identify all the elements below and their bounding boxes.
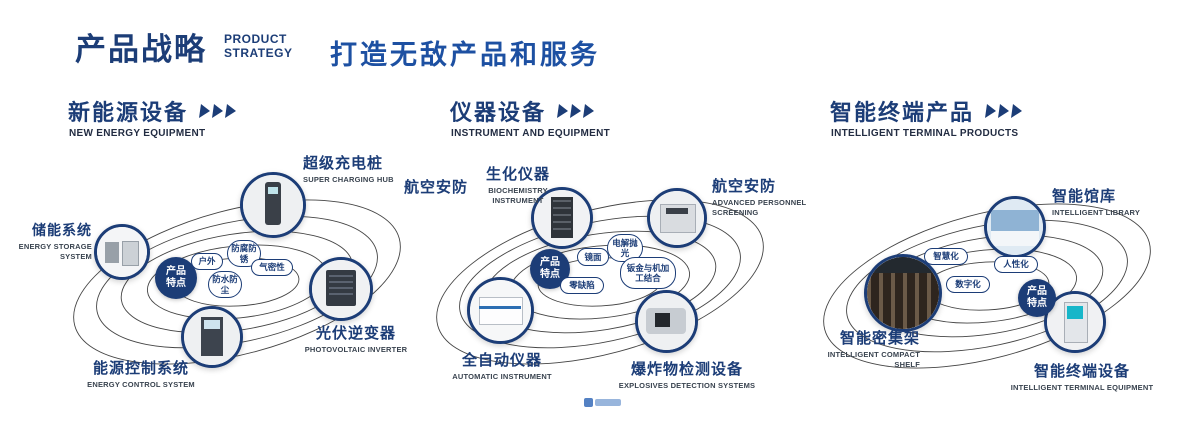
feature-badge: 产品特点 — [530, 249, 570, 289]
feature-tag: 防腐防锈 — [227, 240, 261, 267]
label-terminal-equipment: 智能终端设备 INTELLIGENT TERMINAL EQUIPMENT — [1010, 363, 1154, 392]
feature-tag: 零缺陷 — [560, 277, 604, 294]
page-title: 产品战略 — [75, 32, 207, 67]
feature-tag: 智慧化 — [924, 248, 968, 265]
product-image-energy-control — [181, 306, 243, 368]
label-explosives-detection: 爆炸物检测设备 EXPLOSIVES DETECTION SYSTEMS — [618, 361, 756, 390]
label-automatic-instrument: 全自动仪器 AUTOMATIC INSTRUMENT — [452, 352, 552, 381]
feature-tag: 数字化 — [946, 276, 990, 293]
feature-tag: 气密性 — [251, 259, 293, 276]
feature-tag: 户外 — [191, 253, 223, 270]
section-title-instruments: 仪器设备 — [450, 95, 595, 127]
subtitle-line1: PRODUCT — [224, 32, 287, 46]
label-personnel-screening: 航空安防 ADVANCED PERSONNEL SCREENING — [712, 178, 807, 217]
screening-machine-icon — [650, 191, 704, 245]
label-intelligent-library: 智能馆库 INTELLIGENT LIBRARY — [1052, 188, 1141, 217]
tagline: 打造无敌产品和服务 — [330, 40, 600, 70]
product-image-compact-shelf — [864, 254, 942, 332]
label-photovoltaic-inverter: 光伏逆变器 PHOTOVOLTAIC INVERTER — [304, 325, 408, 354]
label-super-charging-hub: 超级充电桩 SUPER CHARGING HUB — [303, 155, 394, 184]
charging-pile-icon — [243, 175, 303, 235]
label-biochemistry-instrument: 生化仪器 BIOCHEMISTRY INSTRUMENT — [485, 166, 550, 205]
product-image-automatic-instrument — [467, 277, 534, 344]
section-subtitle-intelligent-terminal: INTELLIGENT TERMINAL PRODUCTS — [831, 128, 1019, 139]
feature-badge: 产品特点 — [155, 257, 197, 299]
watermark-logo — [584, 398, 628, 410]
compact-shelf-icon — [867, 257, 939, 329]
label-aviation-security-left: 航空安防 — [404, 179, 469, 196]
section-title-text: 仪器设备 — [450, 100, 547, 125]
product-image-intelligent-library — [984, 196, 1046, 258]
triple-arrow-icon — [199, 104, 237, 118]
feature-badge: 产品特点 — [1018, 279, 1056, 317]
feature-tag: 钣金与机加工结合 — [620, 257, 676, 289]
product-image-photovoltaic-inverter — [309, 257, 373, 321]
xray-scanner-icon — [638, 293, 695, 350]
product-image-energy-storage — [94, 224, 150, 280]
feature-tag: 防水防尘 — [208, 271, 242, 298]
label-energy-control: 能源控制系统 ENERGY CONTROL SYSTEM — [87, 360, 195, 389]
label-energy-storage: 储能系统 ENERGY STORAGE SYSTEM — [18, 222, 92, 261]
page-subtitle: PRODUCT STRATEGY — [224, 32, 292, 61]
energy-storage-icon — [97, 227, 147, 277]
section-title-new-energy: 新能源设备 — [68, 95, 237, 127]
product-image-personnel-screening — [647, 188, 707, 248]
section-subtitle-instruments: INSTRUMENT AND EQUIPMENT — [451, 128, 611, 139]
orbit-ellipses — [823, 203, 1151, 369]
subtitle-line2: STRATEGY — [224, 46, 293, 61]
section-subtitle-new-energy: NEW ENERGY EQUIPMENT — [69, 128, 206, 139]
control-cabinet-icon — [184, 309, 240, 365]
feature-tag: 镜面 — [577, 248, 609, 266]
triple-arrow-icon — [557, 104, 595, 118]
analyzer-icon — [470, 280, 531, 341]
section-title-text: 智能终端产品 — [830, 100, 975, 125]
product-image-super-charging-hub — [240, 172, 306, 238]
kiosk-icon — [1047, 294, 1103, 350]
feature-tag: 人性化 — [994, 256, 1038, 273]
instrument-rack-icon — [534, 190, 590, 246]
library-room-icon — [987, 199, 1043, 255]
section-title-text: 新能源设备 — [68, 100, 189, 125]
product-image-biochemistry-instrument — [531, 187, 593, 249]
triple-arrow-icon — [985, 104, 1023, 118]
product-image-explosives-detection — [635, 290, 698, 353]
label-compact-shelf: 智能密集架 INTELLIGENT COMPACT SHELF — [827, 330, 920, 369]
inverter-icon — [312, 260, 370, 318]
section-title-intelligent-terminal: 智能终端产品 — [830, 95, 1023, 127]
